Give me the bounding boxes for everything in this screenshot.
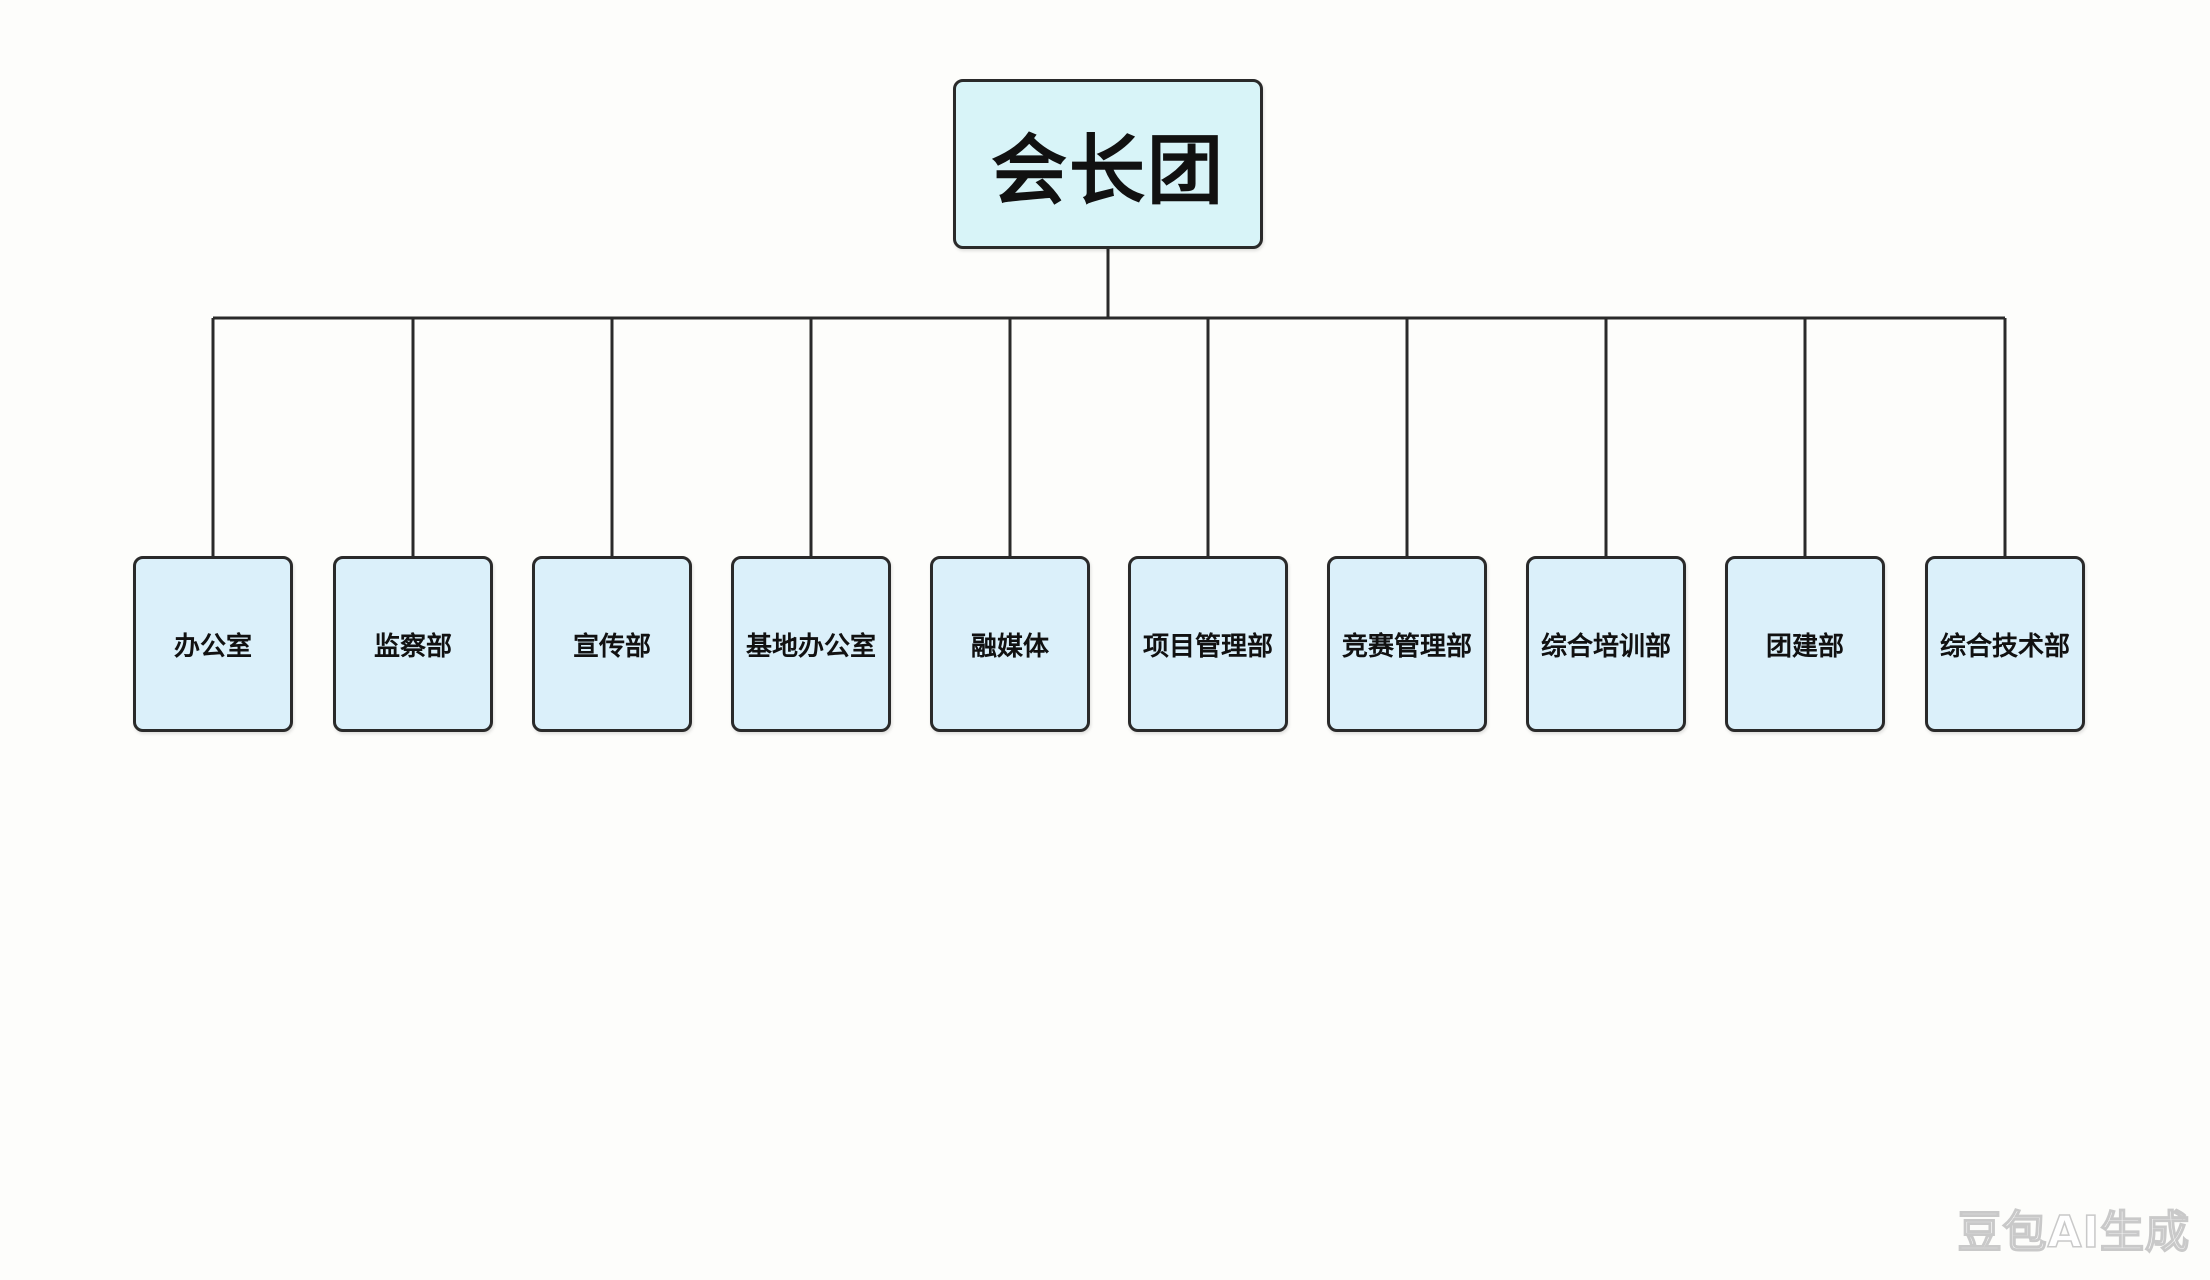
root-node-label: 会长团 <box>991 126 1225 215</box>
dept-node-label: 基地办公室 <box>745 631 876 662</box>
dept-node-office[interactable]: 办公室 <box>133 556 293 732</box>
dept-node-base-office[interactable]: 基地办公室 <box>731 556 891 732</box>
dept-node-label: 综合培训部 <box>1540 631 1671 662</box>
dept-node-project-management[interactable]: 项目管理部 <box>1128 556 1288 732</box>
dept-node-team-building[interactable]: 团建部 <box>1725 556 1885 732</box>
dept-node-label: 融媒体 <box>970 631 1049 662</box>
root-node-president-group[interactable]: 会长团 <box>953 79 1263 249</box>
drop-lines <box>211 318 2007 570</box>
dept-node-supervision[interactable]: 监察部 <box>333 556 493 732</box>
dept-node-label: 项目管理部 <box>1142 631 1273 662</box>
dept-node-label: 团建部 <box>1765 631 1844 662</box>
dept-node-training[interactable]: 综合培训部 <box>1526 556 1686 732</box>
dept-node-label: 办公室 <box>173 631 252 662</box>
dept-node-label: 竞赛管理部 <box>1341 631 1472 662</box>
dept-node-label: 监察部 <box>373 631 452 662</box>
dept-node-publicity[interactable]: 宣传部 <box>532 556 692 732</box>
dept-node-technology[interactable]: 综合技术部 <box>1925 556 2085 732</box>
dept-node-label: 综合技术部 <box>1939 631 2070 662</box>
dept-node-media[interactable]: 融媒体 <box>930 556 1090 732</box>
watermark-text: 豆包AI生成 <box>1957 1206 2190 1259</box>
dept-node-label: 宣传部 <box>572 631 651 662</box>
dept-node-competition-management[interactable]: 竞赛管理部 <box>1327 556 1487 732</box>
